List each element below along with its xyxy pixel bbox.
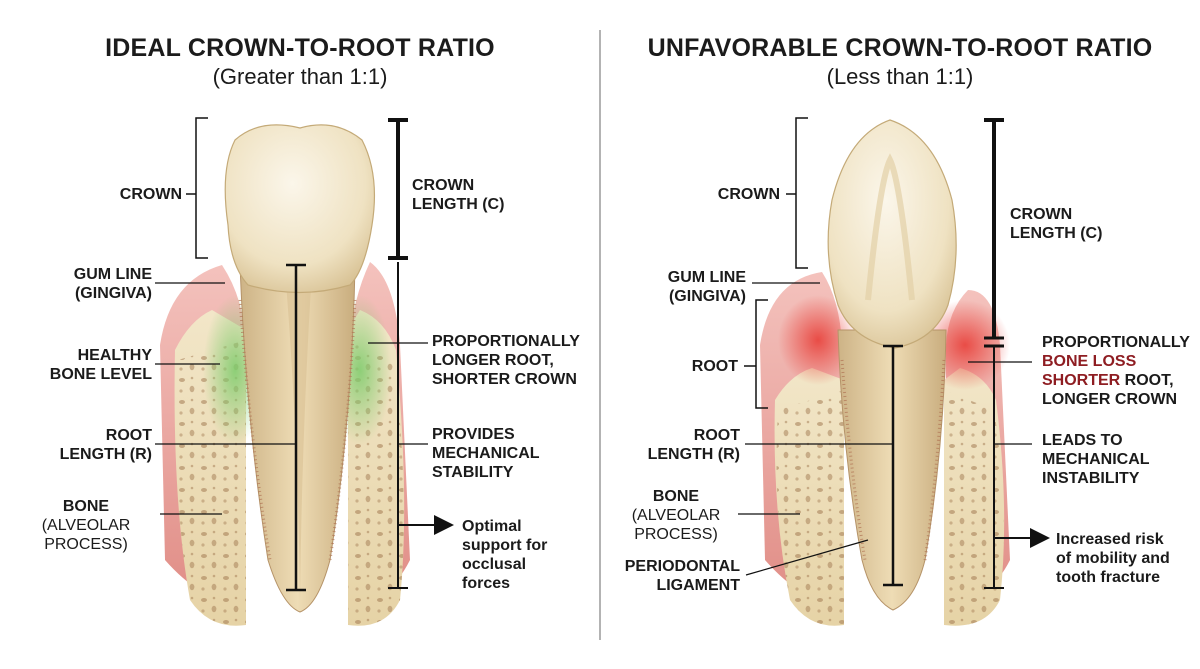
right-crown-label: CROWN — [717, 186, 780, 203]
left-tooth-illustration — [160, 124, 410, 626]
right-gum-line-label: GUM LINE(GINGIVA) — [667, 269, 746, 305]
right-root-label: ROOT — [691, 358, 738, 375]
left-bone-label: BONE — [62, 498, 110, 515]
right-crown-bracket — [795, 117, 808, 269]
left-gum-line-label: GUM LINE(GINGIVA) — [73, 266, 152, 302]
right-bone-loss-glow — [778, 295, 858, 385]
right-crown — [827, 119, 957, 349]
right-proportion-label: PROPORTIONALLY BONE LOSS SHORTER ROOT, L… — [1042, 334, 1190, 408]
left-crown-label: CROWN — [119, 186, 182, 203]
right-root-bracket — [755, 299, 768, 409]
left-panel-subtitle: (Greater than 1:1) — [212, 64, 388, 89]
right-panel-subtitle: (Less than 1:1) — [826, 64, 974, 89]
left-crown — [224, 124, 376, 294]
right-panel-title: UNFAVORABLE CROWN-TO-ROOT RATIO — [647, 34, 1153, 62]
left-annotations — [155, 117, 454, 592]
right-bone-label: BONE — [652, 488, 700, 505]
right-annotations — [738, 117, 1050, 589]
left-panel-title: IDEAL CROWN-TO-ROOT RATIO — [105, 34, 495, 62]
shorter-text: SHORTER — [1042, 372, 1121, 389]
bone-loss-text: BONE LOSS — [1042, 353, 1137, 370]
left-crown-bracket — [195, 117, 208, 259]
right-tooth-illustration — [760, 119, 1010, 626]
